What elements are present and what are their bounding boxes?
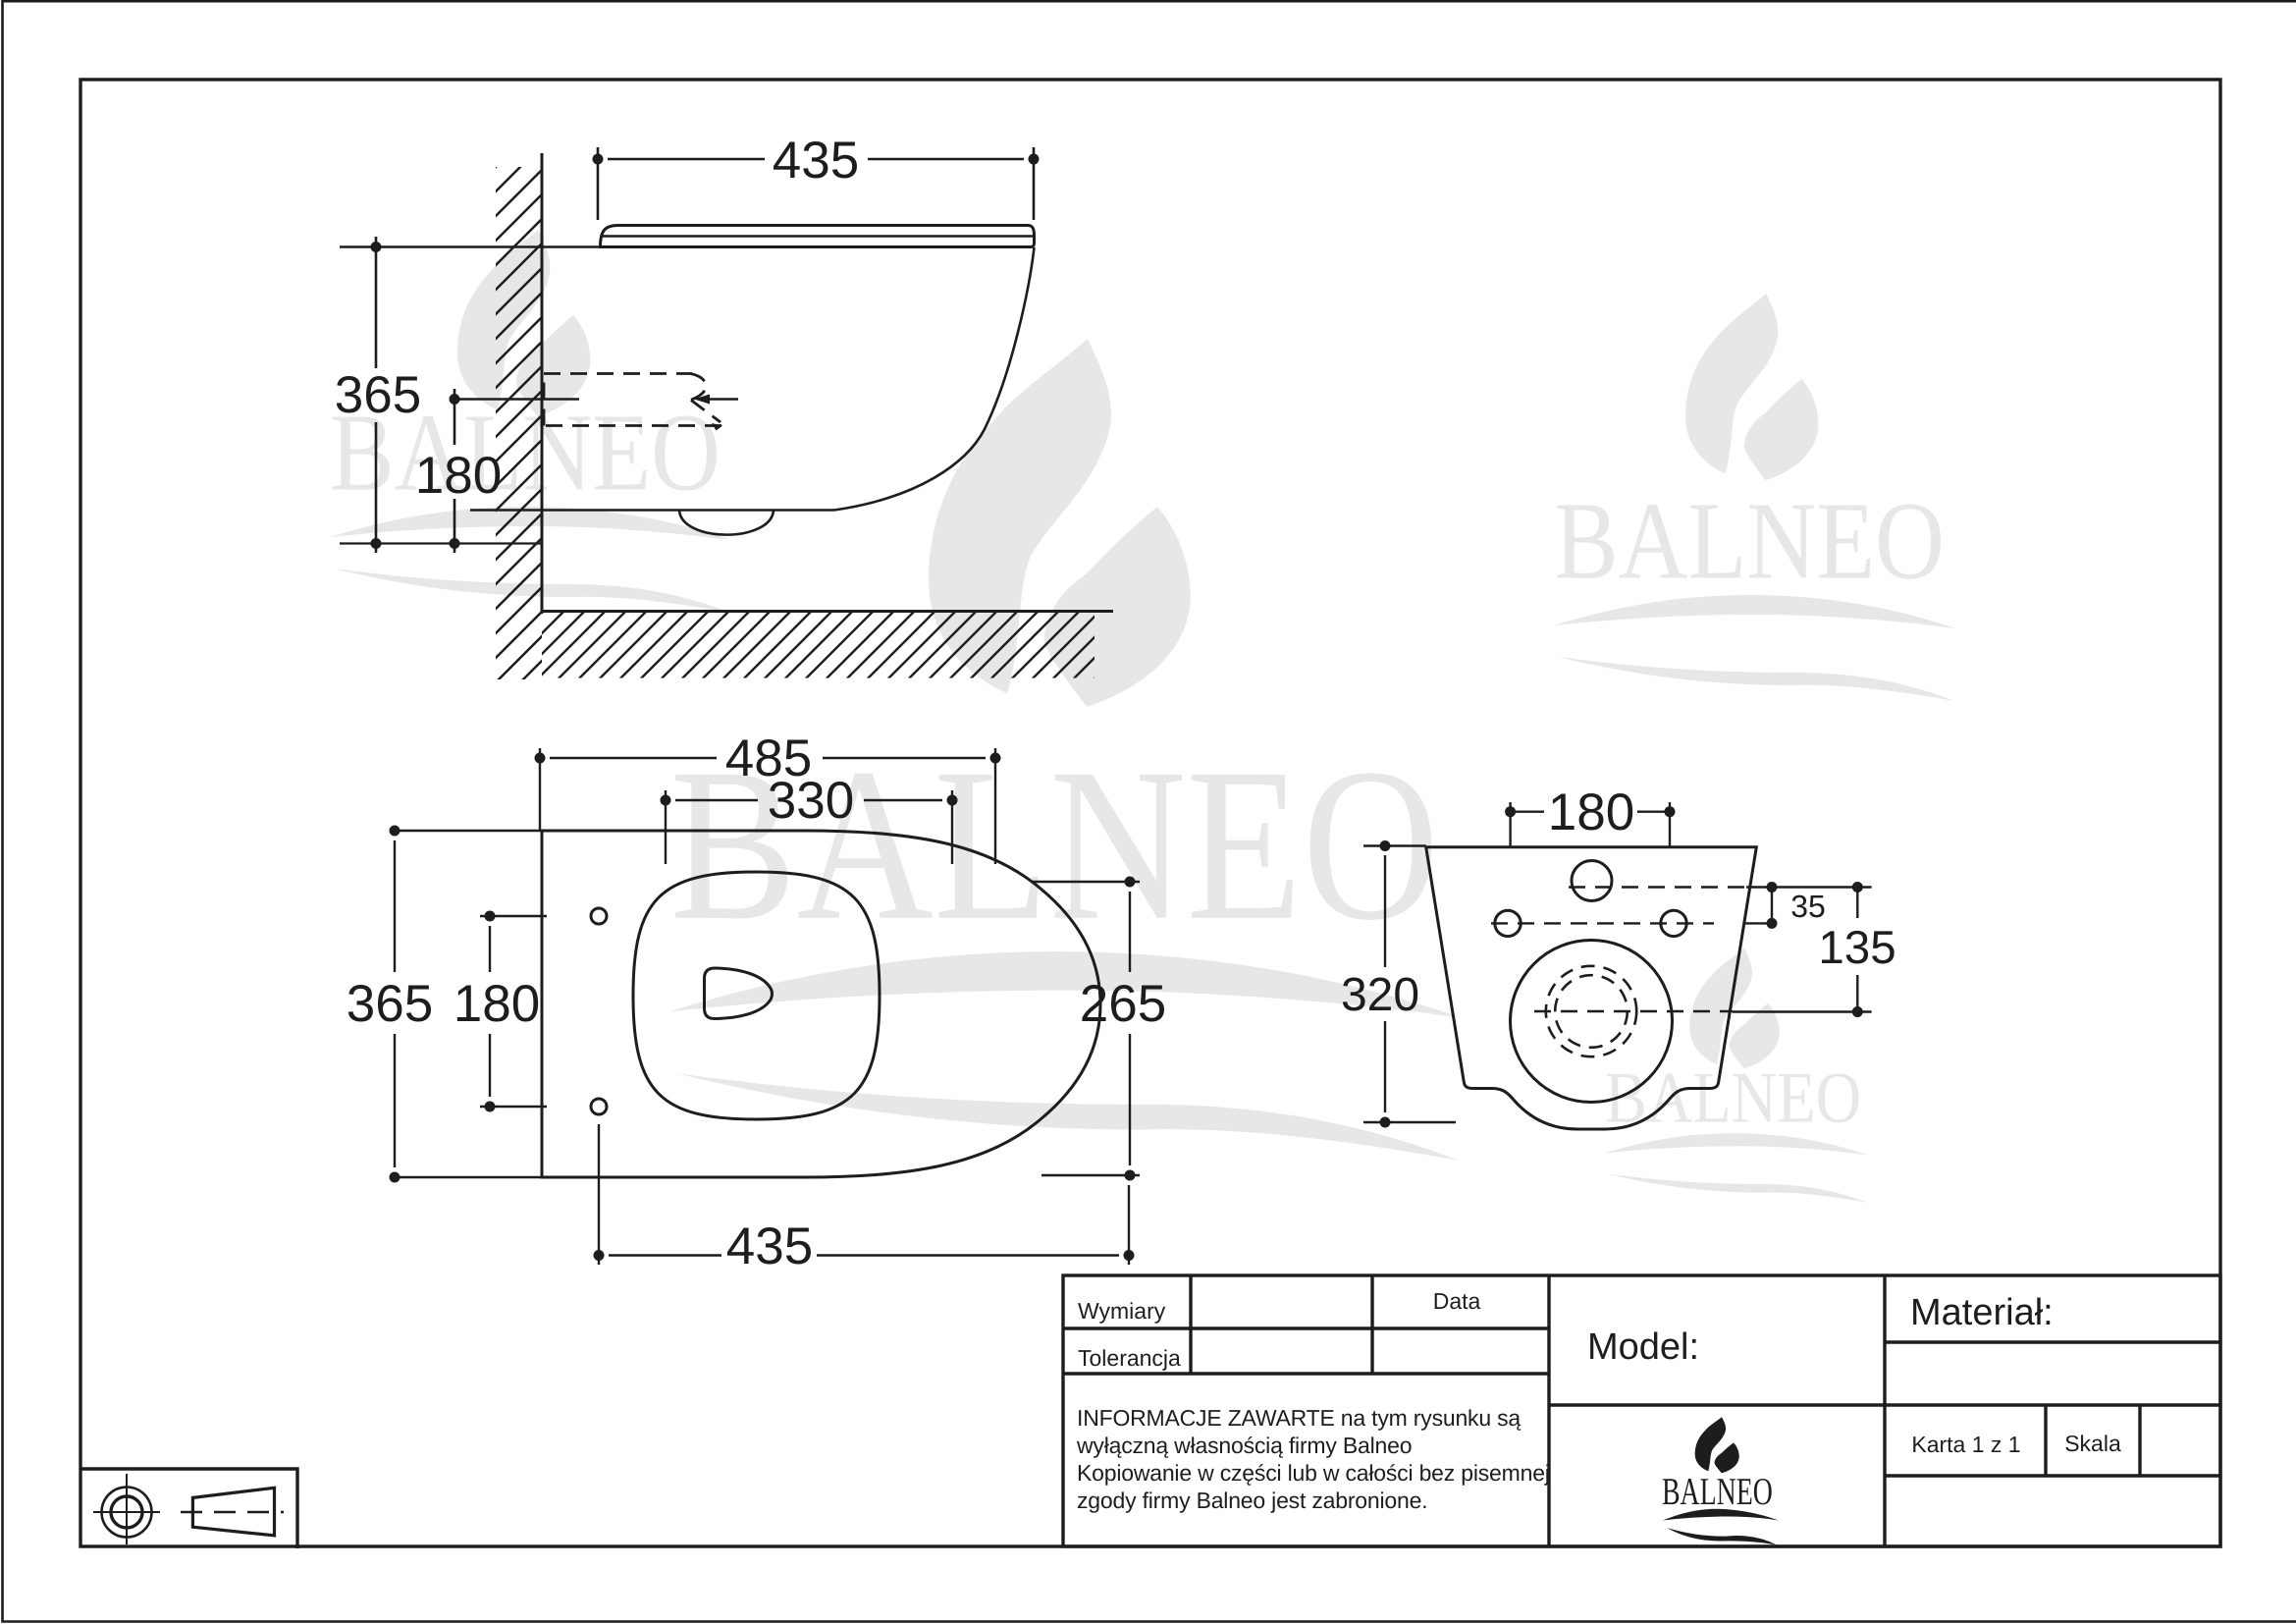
svg-text:365: 365 [335,366,421,424]
svg-text:Model:: Model: [1587,1326,1699,1368]
svg-text:Tolerancja: Tolerancja [1078,1345,1181,1371]
svg-text:135: 135 [1818,922,1896,974]
svg-text:Data: Data [1433,1288,1481,1314]
svg-text:zgody firmy Balneo jest zabron: zgody firmy Balneo jest zabronione. [1077,1488,1427,1513]
svg-text:180: 180 [454,975,540,1033]
svg-text:Karta 1 z 1: Karta 1 z 1 [1911,1432,2020,1457]
svg-text:Materiał:: Materiał: [1910,1292,2054,1333]
svg-text:wyłączną własnością firmy Baln: wyłączną własnością firmy Balneo [1076,1433,1412,1458]
svg-text:330: 330 [768,772,854,830]
svg-text:180: 180 [1548,784,1634,841]
svg-text:435: 435 [773,132,859,189]
svg-text:180: 180 [415,447,502,505]
svg-text:INFORMACJE ZAWARTE na tym rysu: INFORMACJE ZAWARTE na tym rysunku są [1077,1405,1521,1431]
svg-text:35: 35 [1790,889,1826,924]
svg-text:265: 265 [1080,975,1166,1033]
svg-text:365: 365 [347,975,433,1033]
svg-text:BALNEO: BALNEO [1662,1470,1773,1513]
svg-text:Skala: Skala [2064,1431,2121,1456]
svg-text:435: 435 [726,1218,813,1275]
svg-text:Wymiary: Wymiary [1078,1298,1166,1324]
svg-text:320: 320 [1341,969,1419,1021]
svg-text:485: 485 [725,730,812,787]
svg-text:Kopiowanie w części lub w cało: Kopiowanie w części lub w całości bez pi… [1077,1460,1550,1486]
